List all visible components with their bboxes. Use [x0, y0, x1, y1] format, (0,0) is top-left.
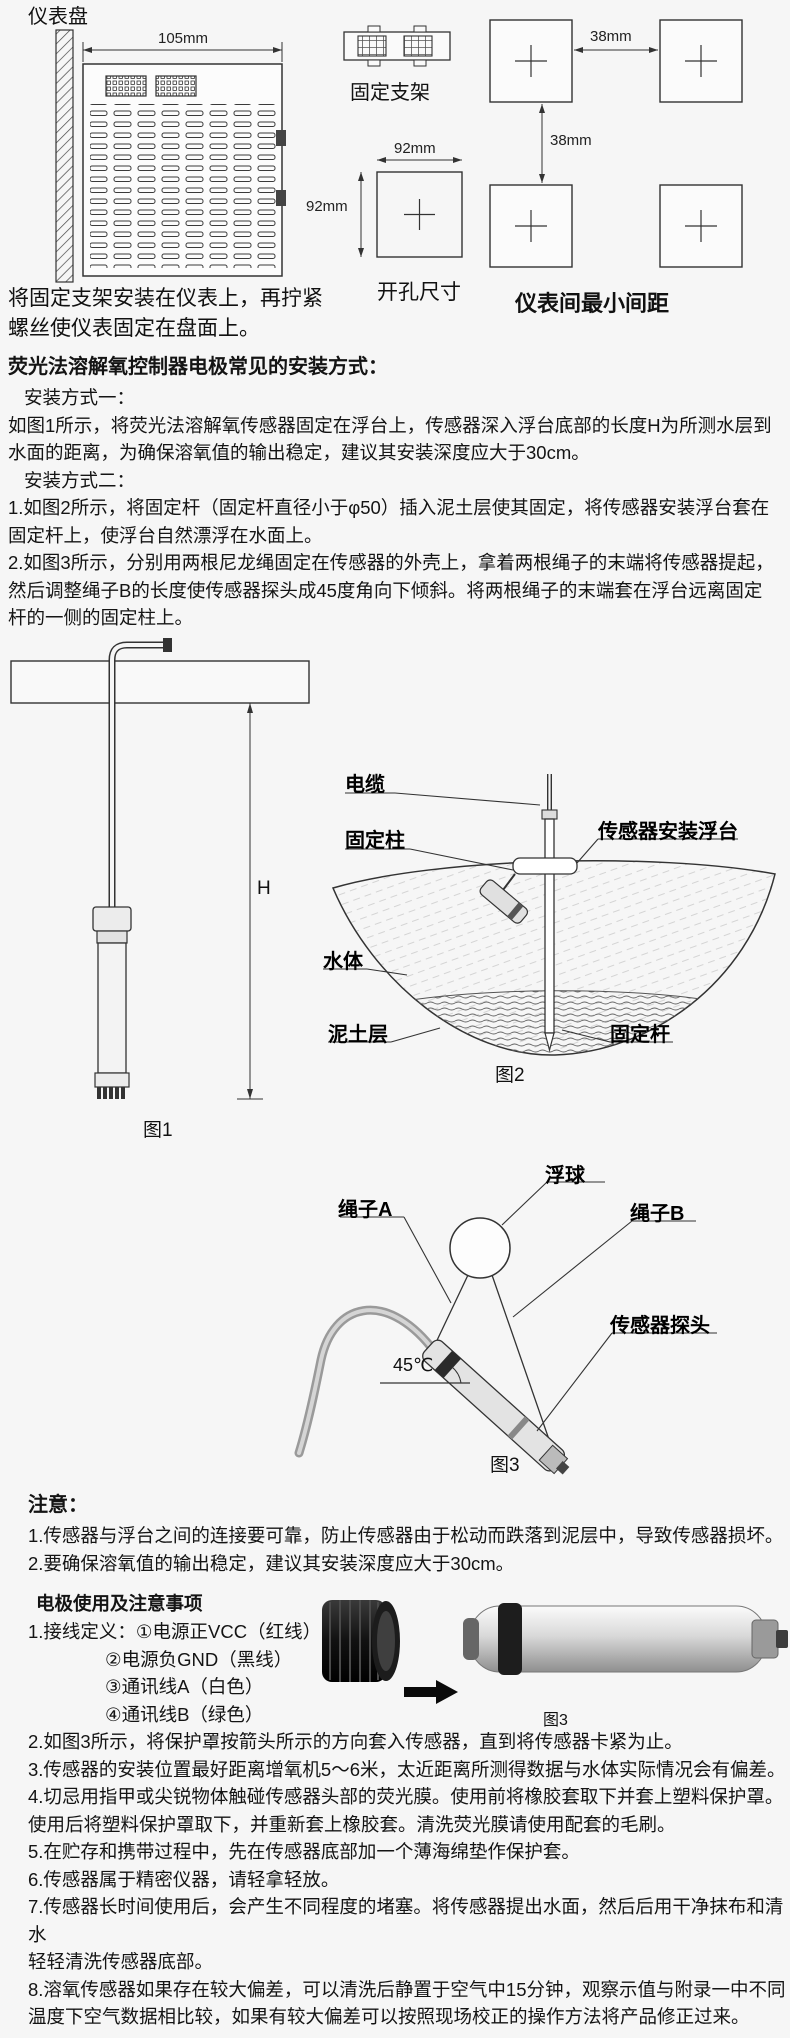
figure1: H 图1 — [5, 635, 325, 1145]
usage-item-5: 5.在贮存和携带过程中，先在传感器底部加一个薄海绵垫作保护套。 — [28, 1841, 580, 1862]
method2-item2: 2.如图3所示，分别用两根尼龙绳固定在传感器的外壳上，拿着两根绳子的末端将传感器… — [8, 552, 774, 628]
figure2-water-label: 水体 — [323, 951, 363, 973]
protective-cap — [322, 1600, 400, 1682]
bracket-diagram — [343, 25, 451, 67]
direction-arrow-icon — [404, 1680, 458, 1704]
method1-text: 如图1所示，将荧光法溶解氧传感器固定在浮台上，传感器深入浮台底部的长度H为所测水… — [8, 414, 772, 464]
intro-section: 荧光法溶解氧控制器电极常见的安装方式： 安装方式一： 如图1所示，将荧光法溶解氧… — [8, 352, 782, 632]
usage-section: 电极使用及注意事项 1.接线定义：①电源正VCC（红线） ②电源负GND（黑线）… — [28, 1590, 786, 2031]
instrument-panel-figure — [40, 20, 300, 290]
figure3-diagram — [294, 1181, 717, 1475]
instrument-panel-diagram — [55, 29, 286, 283]
wiring-line-2: ②电源负GND（黑线） — [105, 1648, 293, 1670]
figure3-probe-label: 传感器探头 — [610, 1315, 710, 1337]
cutout-figure — [345, 138, 475, 268]
intro-heading: 荧光法溶解氧控制器电极常见的安装方式： — [8, 356, 388, 378]
figure2-diagram — [323, 774, 776, 1056]
figure2-caption: 图2 — [495, 1065, 525, 1086]
figure2-float-label: 传感器安装浮台 — [598, 821, 738, 843]
usage-item-4: 4.切忌用指甲或尖锐物体触碰传感器头部的荧光膜。使用前将橡胶套取下并套上塑料保护… — [28, 1786, 784, 1835]
spacing-caption: 仪表间最小间距 — [515, 291, 670, 316]
cutout-diagram — [358, 157, 463, 258]
figure2-post-label: 固定柱 — [345, 830, 405, 852]
sensor-body — [463, 1603, 788, 1675]
spacing-figure — [478, 10, 778, 280]
product-photo: 图3 — [308, 1590, 790, 1730]
cutout-height-dimension: 92mm — [306, 198, 348, 215]
usage-item-2: 2.如图3所示，将保护罩按箭头所示的方向套入传感器，直到将传感器卡紧为止。 — [28, 1731, 683, 1752]
notes-title: 注意： — [28, 1494, 88, 1516]
method1-title: 安装方式一： — [24, 387, 136, 408]
figure3-caption: 图3 — [490, 1455, 520, 1476]
mount-note: 将固定支架安装在仪表上，再拧紧 螺丝使仪表固定在盘面上。 — [8, 287, 323, 340]
figure1-caption: 图1 — [143, 1120, 173, 1141]
panel-title-label: 仪表盘 — [28, 6, 88, 28]
usage-item-6: 6.传感器属于精密仪器，请轻拿轻放。 — [28, 1868, 340, 1890]
panel-width-dimension: 105mm — [158, 30, 209, 47]
sensor-photo-illustration — [322, 1600, 788, 1704]
notes-item-1: 1.传感器与浮台之间的连接要可靠，防止传感器由于松动而跌落到泥层中，导致传感器损… — [28, 1525, 784, 1546]
figure2-cable-label: 电缆 — [345, 774, 385, 796]
figure1-h-dimension: H — [257, 878, 271, 899]
product-photo-caption: 图3 — [543, 1712, 568, 1729]
usage-title: 电极使用及注意事项 — [36, 1593, 203, 1614]
spacing-v-dimension: 38mm — [550, 132, 592, 149]
usage-item-8: 8.溶氧传感器如果存在较大偏差，可以清洗后静置于空气中15分钟，观察示值与附录一… — [28, 1978, 786, 2028]
wiring-line-1: 1.接线定义：①电源正VCC（红线） — [28, 1621, 322, 1642]
spacing-diagram — [489, 19, 743, 268]
figure3-angle-label: 45℃ — [393, 1355, 434, 1375]
cutout-width-dimension: 92mm — [394, 140, 436, 157]
bracket-figure — [338, 16, 458, 76]
bracket-label: 固定支架 — [350, 82, 430, 104]
figure3-rope-b-label: 绳子B — [630, 1203, 685, 1225]
figure3-rope-a-label: 绳子A — [338, 1199, 393, 1221]
spacing-h-dimension: 38mm — [590, 28, 632, 45]
wiring-line-3: ③通讯线A（白色） — [105, 1676, 264, 1697]
usage-item-3: 3.传感器的安装位置最好距离增氧机5～6米，太近距离所测得数据与水体实际情况会有… — [28, 1758, 786, 1780]
notes-item-2: 2.要确保溶氧值的输出稳定，建议其安装深度应大于30cm。 — [28, 1552, 515, 1574]
figure1-diagram — [10, 638, 310, 1100]
method2-item1: 1.如图2所示，将固定杆（固定杆直径小于φ50）插入泥土层使其固定，将传感器安装… — [8, 497, 770, 546]
figure2-mud-label: 泥土层 — [328, 1024, 388, 1046]
cutout-caption: 开孔尺寸 — [377, 281, 461, 304]
notes-section: 注意： 1.传感器与浮台之间的连接要可靠，防止传感器由于松动而跌落到泥层中，导致… — [28, 1490, 786, 1577]
figure2: 电缆 固定柱 传感器安装浮台 水体 泥土层 固定杆 图2 — [315, 760, 790, 1086]
method2-title: 安装方式二： — [24, 469, 136, 491]
wiring-line-4: ④通讯线B（绿色） — [105, 1703, 264, 1725]
figure3-ball-label: 浮球 — [545, 1165, 585, 1187]
figure3: 浮球 绳子A 绳子B 传感器探头 45℃ 图3 — [285, 1155, 790, 1480]
usage-item-7: 7.传感器长时间使用后，会产生不同程度的堵塞。将传感器提出水面，然后后用干净抹布… — [28, 1896, 784, 1972]
figure2-pole-label: 固定杆 — [610, 1024, 670, 1046]
